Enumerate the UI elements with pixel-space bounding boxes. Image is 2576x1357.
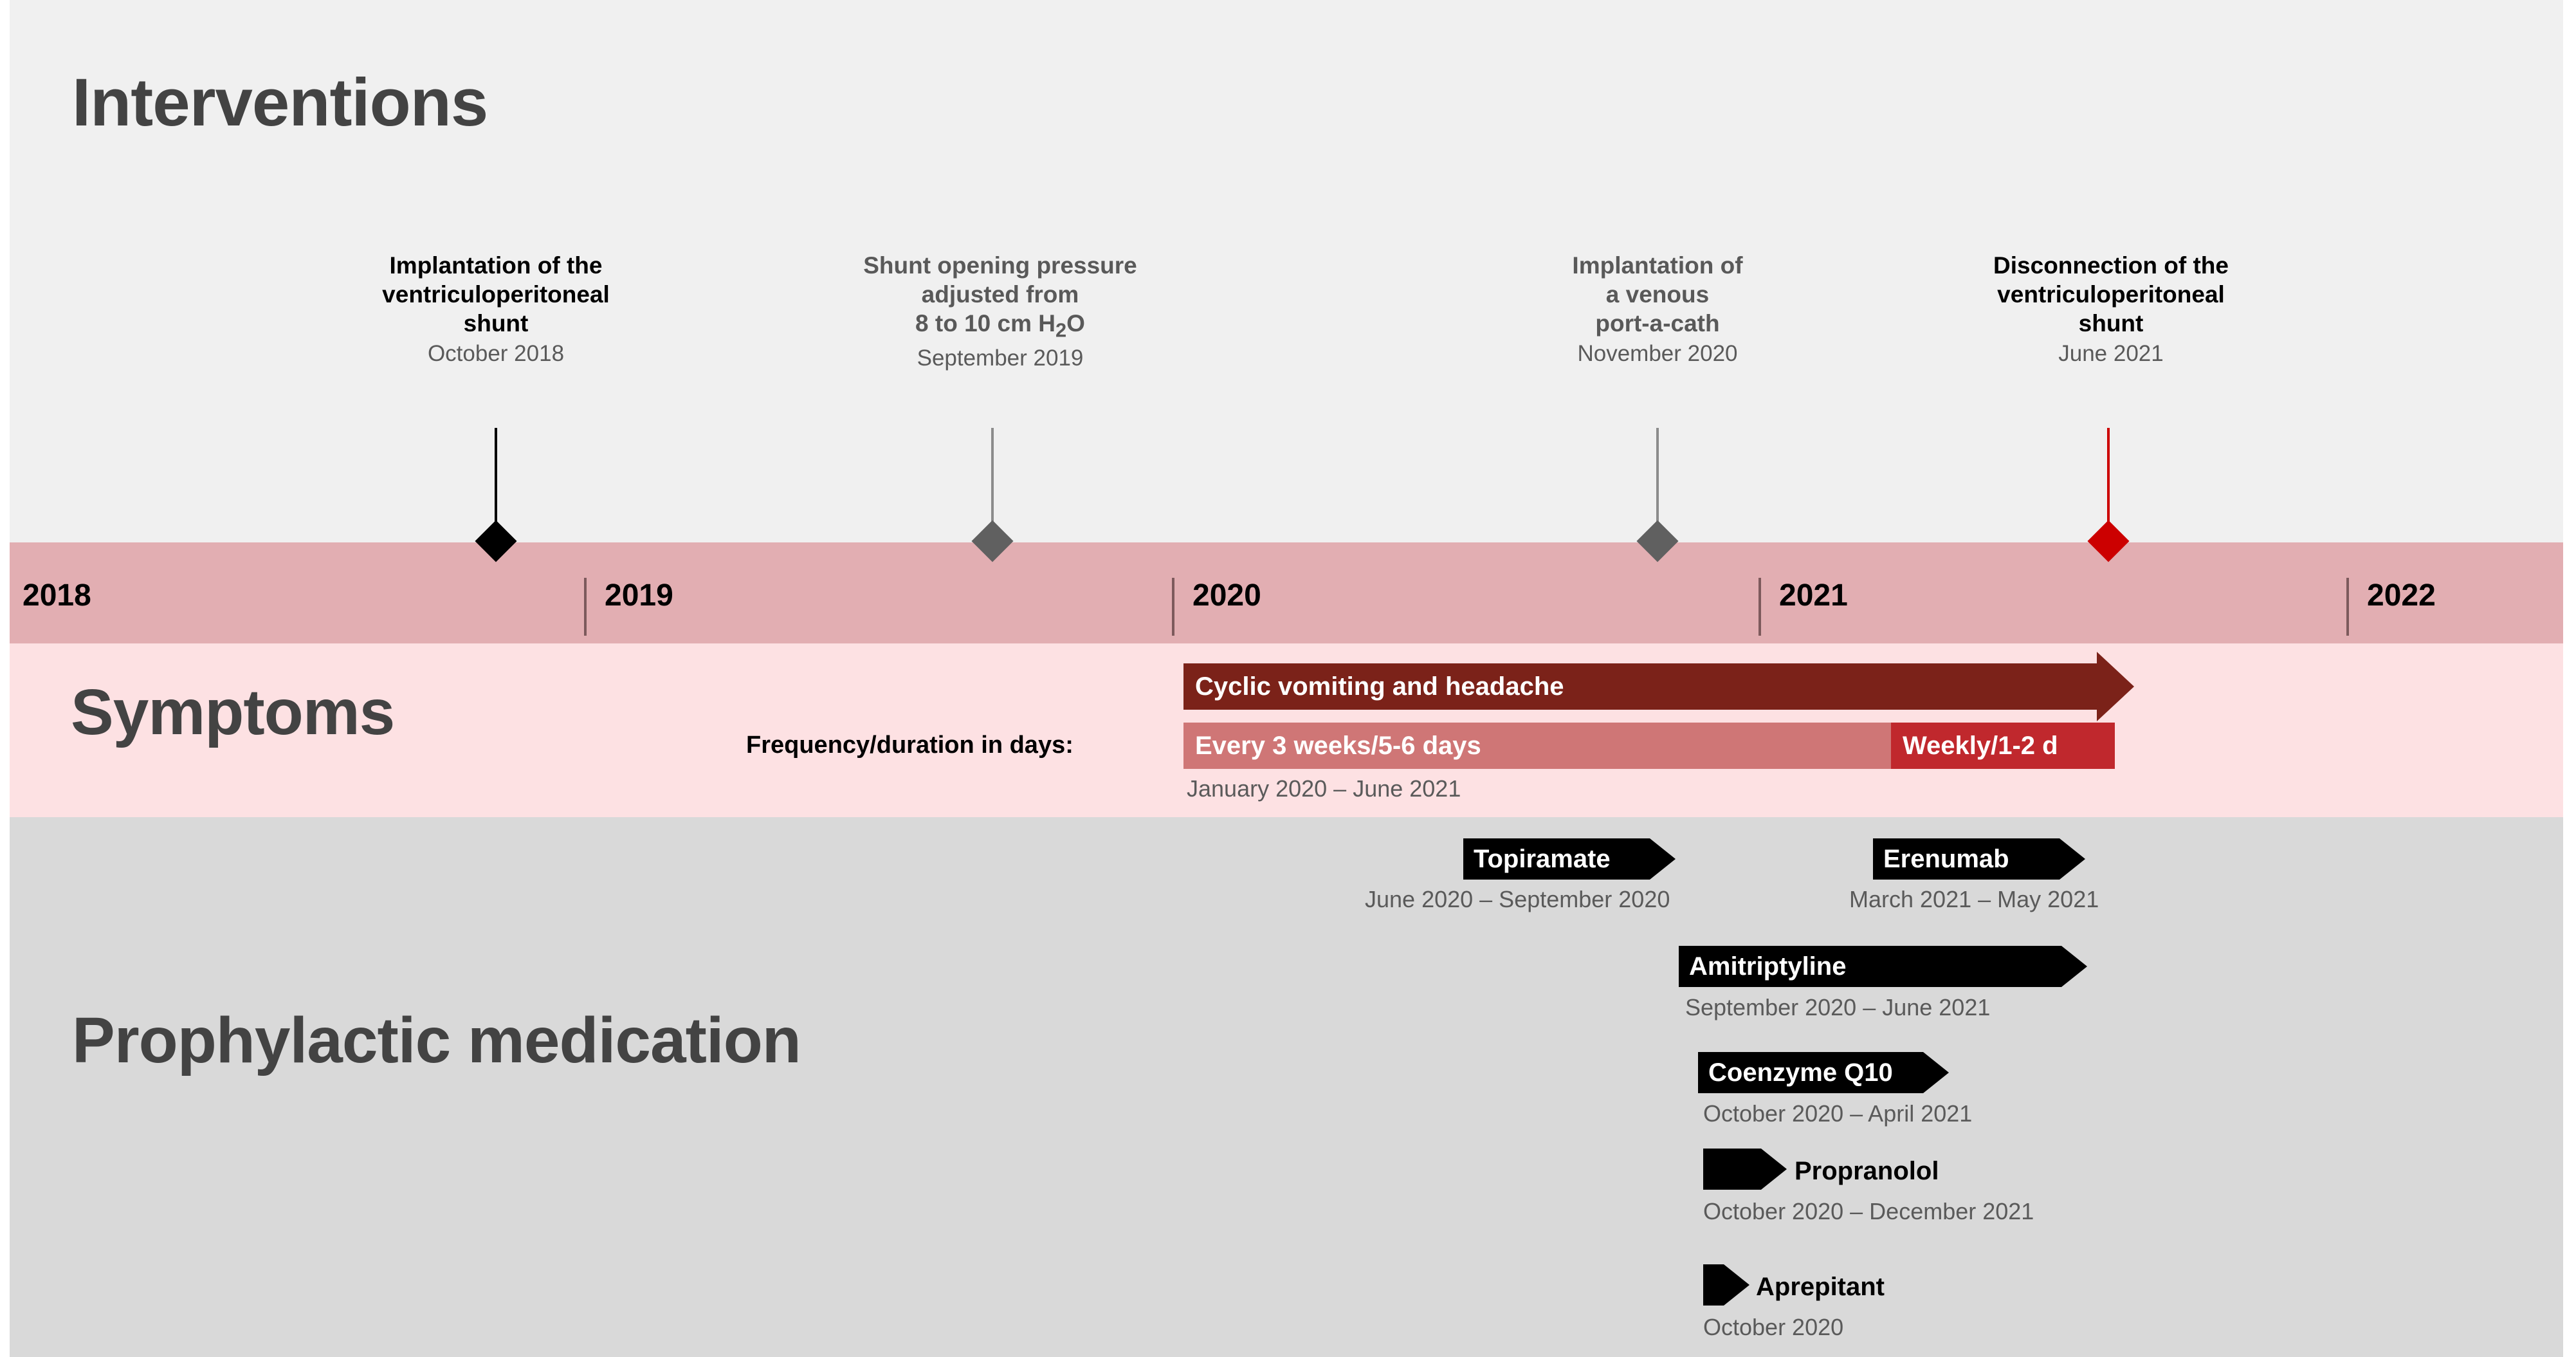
medication-label-coenzyme-q10: Coenzyme Q10 [1708, 1058, 1893, 1087]
medication-label-topiramate: Topiramate [1474, 844, 1611, 873]
medication-arrow-aprepitant [1703, 1264, 1749, 1306]
page-title-medication: Prophylactic medication [72, 1004, 801, 1076]
medication-label-amitriptyline: Amitriptyline [1689, 952, 1847, 981]
symptom-frequency-label-1: Every 3 weeks/5-6 days [1195, 731, 1481, 760]
axis-year-2019: 2019 [605, 578, 673, 613]
symptom-main-label: Cyclic vomiting and headache [1195, 672, 1564, 701]
axis-tick-2021 [1758, 578, 1761, 636]
arrowhead-icon [2060, 838, 2085, 880]
axis-tick-2020 [1172, 578, 1174, 636]
axis-tick-2022 [2346, 578, 2349, 636]
medication-arrow-propranolol [1703, 1149, 1787, 1190]
arrowhead-icon [1724, 1264, 1749, 1306]
axis-tick-2019 [584, 578, 587, 636]
symptom-date-range: January 2020 – June 2021 [1187, 775, 1461, 802]
medication-label-erenumab: Erenumab [1883, 844, 2009, 873]
frequency-duration-label: Frequency/duration in days: [746, 732, 1073, 759]
intervention-title: Implantation of a venous port-a-cath [1572, 252, 1743, 337]
medication-arrow-topiramate: Topiramate [1463, 838, 1676, 880]
intervention-title: Disconnection of the ventriculoperitonea… [1993, 252, 2229, 337]
medication-date-aprepitant: October 2020 [1703, 1314, 1844, 1340]
arrowhead-icon [1923, 1052, 1949, 1093]
medication-label-propranolol: Propranolol [1795, 1157, 1939, 1185]
intervention-stem-2 [991, 428, 994, 544]
arrowhead-icon [2061, 946, 2087, 987]
timeline-axis-band [10, 542, 2563, 643]
page-title-interventions: Interventions [72, 65, 488, 140]
symptom-frequency-bar-2: Weekly/1-2 d [1891, 723, 2115, 769]
arrowhead-icon [1761, 1149, 1787, 1190]
intervention-date: September 2019 [917, 346, 1084, 371]
intervention-event-4: Disconnection of the ventriculoperitonea… [1912, 251, 2310, 367]
page-title-symptoms: Symptoms [71, 676, 395, 748]
medication-date-erenumab: March 2021 – May 2021 [1849, 886, 2099, 912]
medication-date-coenzyme-q10: October 2020 – April 2021 [1703, 1100, 1973, 1127]
medication-date-amitriptyline: September 2020 – June 2021 [1685, 994, 1991, 1020]
axis-year-2018: 2018 [23, 578, 91, 613]
axis-year-2020: 2020 [1192, 578, 1261, 613]
intervention-date: October 2018 [427, 341, 565, 367]
interventions-band [10, 0, 2563, 542]
medication-arrow-erenumab: Erenumab [1873, 838, 2085, 880]
intervention-title: Implantation of the ventriculoperitoneal… [382, 252, 610, 337]
symptom-main-arrowhead [2097, 652, 2134, 721]
intervention-stem-1 [495, 428, 497, 544]
medication-date-topiramate: June 2020 – September 2020 [1365, 886, 1670, 912]
intervention-stem-4 [2107, 428, 2110, 544]
medication-label-aprepitant: Aprepitant [1756, 1273, 1885, 1301]
medication-arrow-amitriptyline: Amitriptyline [1679, 946, 2087, 987]
symptom-main-arrow: Cyclic vomiting and headache [1183, 652, 2134, 721]
medication-band [10, 817, 2563, 1357]
symptom-frequency-bar-1: Every 3 weeks/5-6 days [1183, 723, 1891, 769]
axis-year-2021: 2021 [1779, 578, 1848, 613]
intervention-date: November 2020 [1577, 341, 1738, 367]
axis-year-2022: 2022 [2367, 578, 2436, 613]
intervention-date: June 2021 [2058, 341, 2164, 367]
intervention-stem-3 [1656, 428, 1659, 544]
medication-date-propranolol: October 2020 – December 2021 [1703, 1198, 2034, 1224]
intervention-event-3: Implantation of a venous port-a-cath Nov… [1465, 251, 1850, 367]
medication-arrow-coenzyme-q10: Coenzyme Q10 [1698, 1052, 1949, 1093]
arrowhead-icon [1650, 838, 1676, 880]
symptom-frequency-label-2: Weekly/1-2 d [1903, 731, 2058, 760]
intervention-event-1: Implantation of the ventriculoperitoneal… [303, 251, 689, 367]
